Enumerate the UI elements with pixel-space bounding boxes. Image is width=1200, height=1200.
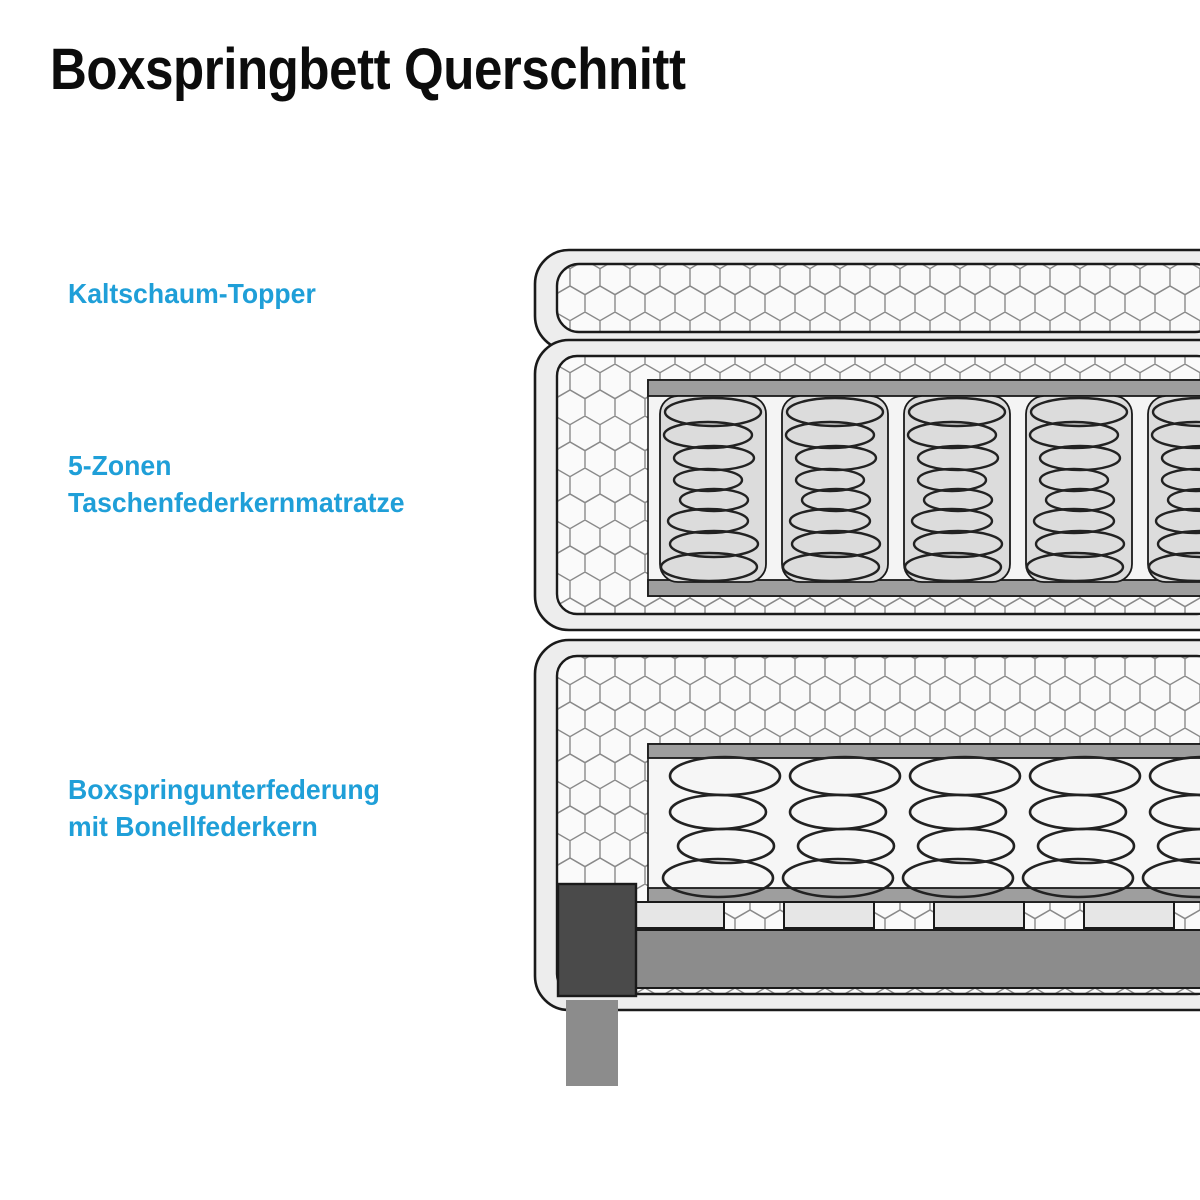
topper-inner-border: [555, 262, 1200, 334]
bonell-spring-group: [661, 755, 1200, 899]
pocket-spring: [903, 395, 1011, 583]
pocket-spring: [659, 395, 767, 583]
bonell-spring: [781, 755, 902, 899]
layer-taschenfederkernmatratze: [533, 338, 1200, 632]
label-taschenfederkernmatratze: 5-Zonen Taschenfederkernmatratze: [68, 450, 405, 518]
slat: [633, 901, 725, 929]
bed-leg: [566, 1000, 618, 1086]
bonell-spring: [661, 755, 782, 899]
pocket-spring: [1025, 395, 1133, 583]
layer-kaltschaum-topper: [533, 248, 1200, 352]
mattress-top-rail: [647, 379, 1200, 397]
mattress-foam-fill: [557, 356, 1200, 614]
topper-foam-fill: [557, 264, 1200, 332]
layer-boxspringunterfederung: [533, 638, 1200, 1012]
bonell-spring: [1141, 755, 1200, 899]
label-boxspringunterfederung: Boxspringunterfederung mit Bonellfederke…: [68, 774, 380, 842]
pocket-spring-group: [659, 395, 1200, 583]
mattress-inner-border: [555, 354, 1200, 616]
bonell-spring: [901, 755, 1022, 899]
page-title: Boxspringbett Querschnitt: [50, 37, 686, 102]
base-inner-border: [555, 654, 1200, 996]
label-kaltschaum-topper: Kaltschaum-Topper: [68, 278, 316, 309]
slat: [1083, 901, 1175, 929]
base-foam-fill: [557, 656, 1200, 994]
corner-block: [556, 882, 638, 998]
bonell-spring: [1021, 755, 1142, 899]
slat-row: [633, 901, 1175, 929]
bonell-top-rail: [647, 743, 1200, 759]
pocket-spring: [781, 395, 889, 583]
slat: [933, 901, 1025, 929]
pocket-spring: [1147, 395, 1200, 583]
base-frame-band: [599, 929, 1200, 989]
slat: [783, 901, 875, 929]
